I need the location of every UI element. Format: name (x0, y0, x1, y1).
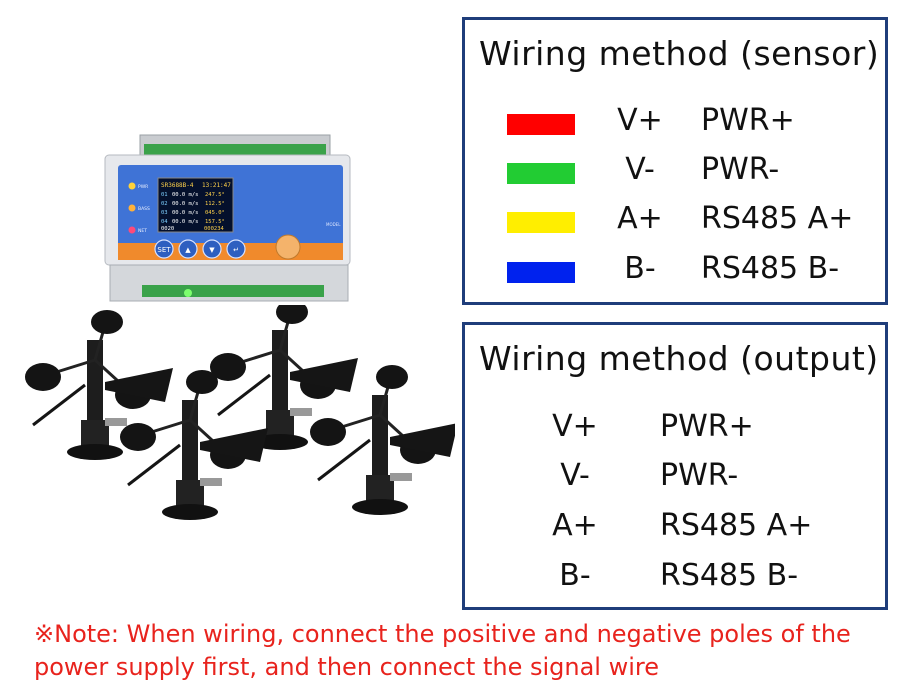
indicator-led-icon (128, 226, 136, 234)
reading-angle: 157.5° (205, 219, 225, 225)
wire-color-swatch (507, 262, 575, 283)
device-button (154, 239, 174, 259)
sensor-wiring-panel: Wiring method (sensor) V+ PWR+ V- PWR- A… (462, 17, 888, 305)
reading-channel: 03 (161, 210, 168, 216)
wire-label: PWR+ (701, 103, 795, 138)
reading-channel: 01 (161, 192, 168, 198)
device-time: 13:21:47 (202, 182, 231, 189)
device-button (202, 239, 222, 259)
reading-angle: 045.0° (205, 210, 225, 216)
reading-speed: 00.0 m/s (172, 210, 199, 216)
status-led-icon (184, 289, 192, 297)
sensor-wiring-title: Wiring method (sensor) (479, 34, 880, 73)
indicator-led-icon (128, 182, 136, 190)
wire-color-swatch (507, 163, 575, 184)
signal-label: A+ (552, 508, 598, 543)
wire-label: RS485 B- (660, 558, 799, 593)
device-model: SR3688B-4 (161, 182, 194, 189)
wire-label: PWR+ (660, 409, 754, 444)
reading-angle: 112.5° (205, 201, 225, 207)
wire-label: PWR- (660, 458, 739, 493)
device-button-label: ↵ (233, 246, 239, 254)
wire-label: PWR- (701, 152, 780, 187)
top-terminal-block (144, 144, 326, 156)
device-button-label: ▼ (209, 246, 215, 254)
wind-sensor-unit (120, 370, 268, 520)
wire-color-swatch (507, 212, 575, 233)
reading-speed: 00.0 m/s (172, 192, 199, 198)
reading-channel: 04 (161, 219, 168, 225)
bottom-terminal-block (142, 285, 324, 297)
device-badge: MODEL (326, 222, 341, 227)
signal-label: V+ (552, 409, 598, 444)
signal-label: A+ (617, 201, 663, 236)
led-label: PWR (138, 184, 148, 190)
reading-speed: 00.0 m/s (172, 201, 199, 207)
signal-label: B- (624, 251, 656, 286)
signal-label: V+ (617, 103, 663, 138)
wind-sensor-unit (310, 365, 455, 515)
speaker-grille (275, 234, 301, 260)
wind-sensor-unit (210, 305, 358, 450)
indicator-led-icon (128, 204, 136, 212)
reading-channel: 02 (161, 201, 168, 207)
wire-label: RS485 A+ (660, 508, 813, 543)
wind-sensor-unit (25, 310, 173, 460)
led-label: NET (138, 228, 147, 234)
device-button-label: SET (157, 246, 171, 254)
wire-label: RS485 B- (701, 251, 840, 286)
wiring-note: ※Note: When wiring, connect the positive… (34, 620, 851, 681)
output-wiring-title: Wiring method (output) (479, 339, 879, 378)
wind-sensors-image (25, 305, 455, 520)
device-footer-right: 000234 (204, 226, 225, 232)
controller-device-image: SR3688B-4 13:21:47 01 00.0 m/s 247.5° 02 00.… (104, 134, 351, 302)
wire-color-swatch (507, 114, 575, 135)
signal-label: V- (625, 152, 655, 187)
signal-label: V- (560, 458, 590, 493)
signal-label: B- (559, 558, 591, 593)
wire-label: RS485 A+ (701, 201, 854, 236)
reading-angle: 247.5° (205, 192, 225, 198)
device-button (226, 239, 246, 259)
reading-speed: 00.0 m/s (172, 219, 199, 225)
output-wiring-panel: Wiring method (output) V+ PWR+ V- PWR- A… (462, 322, 888, 610)
led-label: BASS (138, 206, 150, 212)
device-button-label: ▲ (185, 246, 191, 254)
device-footer-left: 0020 (161, 226, 174, 232)
device-button (178, 239, 198, 259)
